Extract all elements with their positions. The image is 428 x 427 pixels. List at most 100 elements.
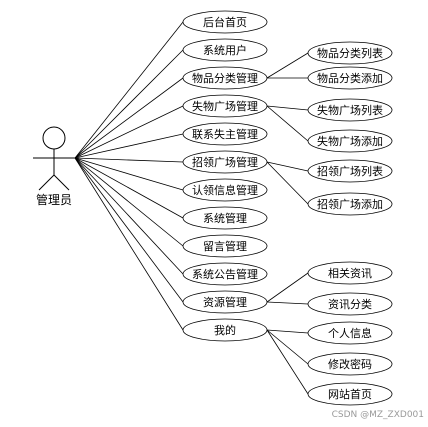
- sub-use-case-ellipse: [307, 159, 393, 183]
- sub-use-case: 招领广场列表: [307, 159, 393, 183]
- watermark: CSDN @MZ_ZXD001: [331, 410, 424, 420]
- sub-use-case-ellipse: [307, 192, 393, 216]
- use-case: 认领信息管理: [182, 178, 268, 202]
- use-case-label: 系统公告管理: [192, 267, 258, 281]
- use-case-ellipse: [182, 178, 268, 202]
- include-line: [266, 105, 309, 111]
- use-case: 我的: [182, 318, 268, 342]
- use-case-label: 后台首页: [203, 15, 247, 29]
- sub-use-case-label: 修改密码: [328, 357, 372, 371]
- use-case-nodes: 后台首页系统用户物品分类管理失物广场管理联系失主管理招领广场管理认领信息管理系统…: [182, 10, 393, 406]
- use-case-ellipse: [182, 38, 268, 62]
- use-case-ellipse: [182, 150, 268, 174]
- association-line: [74, 157, 184, 191]
- sub-use-case-ellipse: [307, 292, 393, 316]
- sub-use-case-label: 失物广场列表: [317, 103, 383, 117]
- association-line: [74, 133, 184, 159]
- association-line: [74, 157, 184, 219]
- sub-use-case: 个人信息: [307, 321, 393, 345]
- include-line: [266, 52, 309, 79]
- sub-use-case: 物品分类添加: [307, 66, 393, 90]
- use-case-ellipse: [182, 290, 268, 314]
- association-line: [74, 77, 184, 159]
- include-line: [266, 329, 309, 365]
- use-case-label: 系统管理: [203, 211, 247, 225]
- include-line: [266, 272, 309, 303]
- sub-use-case: 物品分类列表: [307, 41, 393, 65]
- association-lines: [74, 21, 309, 395]
- sub-use-case-label: 相关资讯: [328, 266, 372, 280]
- include-line: [266, 161, 309, 205]
- sub-use-case: 资讯分类: [307, 292, 393, 316]
- actor-label: 管理员: [36, 192, 72, 207]
- use-case-label: 联系失主管理: [192, 127, 258, 141]
- use-case: 资源管理: [182, 290, 268, 314]
- sub-use-case-label: 招领广场添加: [317, 197, 383, 211]
- association-line: [74, 157, 184, 303]
- sub-use-case-ellipse: [307, 261, 393, 285]
- sub-use-case: 招领广场添加: [307, 192, 393, 216]
- use-case: 物品分类管理: [182, 66, 268, 90]
- sub-use-case-ellipse: [307, 98, 393, 122]
- association-line: [74, 157, 184, 331]
- use-case-label: 留言管理: [203, 239, 247, 253]
- sub-use-case-label: 物品分类列表: [317, 46, 383, 60]
- sub-use-case-label: 资讯分类: [328, 297, 372, 311]
- use-case-ellipse: [182, 206, 268, 230]
- association-line: [74, 105, 184, 159]
- actor: 管理员: [33, 126, 75, 207]
- sub-use-case-label: 网站首页: [328, 387, 372, 401]
- association-line: [74, 21, 184, 159]
- sub-use-case: 失物广场列表: [307, 98, 393, 122]
- use-case-label: 招领广场管理: [192, 155, 258, 169]
- use-case: 系统用户: [182, 38, 268, 62]
- use-case-ellipse: [182, 122, 268, 146]
- use-case-ellipse: [182, 10, 268, 34]
- sub-use-case-ellipse: [307, 321, 393, 345]
- actor-leg-right: [53, 174, 70, 191]
- use-case-label: 失物广场管理: [192, 99, 258, 113]
- use-case-ellipse: [182, 94, 268, 118]
- use-case: 招领广场管理: [182, 150, 268, 174]
- use-case-label: 我的: [214, 323, 236, 337]
- use-case-ellipse: [182, 234, 268, 258]
- sub-use-case-ellipse: [307, 129, 393, 153]
- sub-use-case-label: 失物广场添加: [317, 134, 383, 148]
- association-line: [74, 157, 184, 275]
- actor-leg-left: [38, 174, 55, 191]
- sub-use-case-label: 个人信息: [328, 326, 372, 340]
- include-line: [266, 301, 309, 305]
- use-case: 系统公告管理: [182, 262, 268, 286]
- sub-use-case-label: 招领广场列表: [317, 164, 383, 178]
- association-line: [74, 157, 184, 247]
- sub-use-case-label: 物品分类添加: [317, 71, 383, 85]
- use-case: 失物广场管理: [182, 94, 268, 118]
- include-line: [266, 329, 309, 334]
- use-case-label: 系统用户: [203, 43, 247, 57]
- sub-use-case: 修改密码: [307, 352, 393, 376]
- use-case-label: 认领信息管理: [192, 183, 258, 197]
- include-line: [266, 161, 309, 172]
- use-case: 后台首页: [182, 10, 268, 34]
- use-case-label: 资源管理: [203, 295, 247, 309]
- sub-use-case-ellipse: [307, 41, 393, 65]
- sub-use-case: 相关资讯: [307, 261, 393, 285]
- use-case-ellipse: [182, 66, 268, 90]
- actor-head: [42, 126, 66, 150]
- use-case-ellipse: [182, 318, 268, 342]
- sub-use-case-ellipse: [307, 352, 393, 376]
- association-line: [74, 157, 184, 163]
- include-line: [266, 329, 309, 395]
- use-case: 联系失主管理: [182, 122, 268, 146]
- use-case-ellipse: [182, 262, 268, 286]
- association-line: [74, 49, 184, 159]
- use-case: 系统管理: [182, 206, 268, 230]
- include-line: [266, 105, 309, 142]
- sub-use-case-ellipse: [307, 66, 393, 90]
- sub-use-case: 网站首页: [307, 382, 393, 406]
- sub-use-case-ellipse: [307, 382, 393, 406]
- use-case-label: 物品分类管理: [192, 71, 258, 85]
- sub-use-case: 失物广场添加: [307, 129, 393, 153]
